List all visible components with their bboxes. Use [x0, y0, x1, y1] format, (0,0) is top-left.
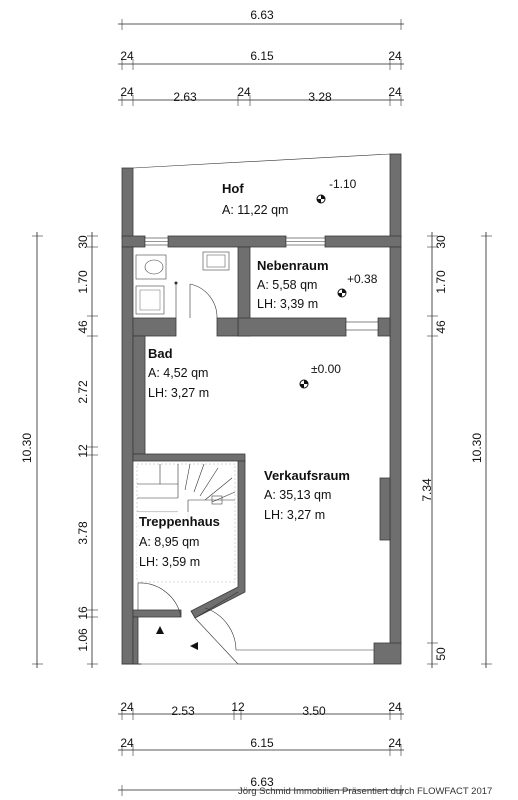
- dim-bottom-row2-mid: 6.15: [250, 736, 274, 750]
- room-hof: Hof A: 11,22 qm: [222, 181, 288, 217]
- room-bad: Bad A: 4,52 qm LH: 3,27 m: [148, 346, 209, 400]
- room-bad-height: LH: 3,27 m: [148, 386, 209, 400]
- room-verkaufsraum-area: A: 35,13 qm: [264, 488, 331, 502]
- level-marker-verkaufsraum: ±0.00: [299, 362, 341, 389]
- room-treppenhaus: Treppenhaus A: 8,95 qm LH: 3,59 m: [137, 512, 233, 576]
- dim-left-seg-8: 1.06: [76, 628, 90, 652]
- room-nebenraum-height: LH: 3,39 m: [257, 297, 318, 311]
- room-hof-area: A: 11,22 qm: [222, 203, 288, 217]
- dim-top-row3-c: 24: [237, 85, 251, 99]
- left-dimensions: 10.30 30 1.70 46 2.72 12 3.78 16 1.06: [20, 232, 98, 668]
- dim-left-seg-4: 2.72: [76, 380, 90, 404]
- dim-left-seg-2: 1.70: [76, 270, 90, 294]
- room-bad-name: Bad: [148, 346, 173, 361]
- dim-left-seg-6: 3.78: [76, 521, 90, 545]
- room-bad-area: A: 4,52 qm: [148, 366, 208, 380]
- dim-bottom-overall: 6.63: [250, 775, 274, 789]
- dim-top-row3-a: 24: [120, 85, 134, 99]
- room-nebenraum-area: A: 5,58 qm: [257, 278, 317, 292]
- bottom-dimensions: 24 2.53 12 3.50 24 24 6.15 24 6.63: [118, 700, 404, 796]
- bathroom-fixtures: [135, 251, 230, 318]
- dim-left-seg-1: 30: [76, 235, 90, 249]
- dim-left-seg-7: 16: [76, 606, 90, 620]
- room-verkaufsraum-height: LH: 3,27 m: [264, 508, 325, 522]
- dim-top-row2-mid: 6.15: [250, 49, 274, 63]
- room-verkaufsraum: Verkaufsraum A: 35,13 qm LH: 3,27 m: [264, 468, 350, 522]
- room-treppenhaus-height: LH: 3,59 m: [139, 555, 200, 569]
- dim-left-seg-3: 46: [76, 320, 90, 334]
- dim-bottom-row1-d: 3.50: [302, 704, 326, 718]
- dim-top-overall: 6.63: [250, 8, 274, 22]
- walls: [121, 153, 402, 665]
- dim-top-row2-right: 24: [388, 49, 402, 63]
- room-verkaufsraum-name: Verkaufsraum: [264, 468, 350, 483]
- dim-bottom-row2-left: 24: [120, 736, 134, 750]
- level-marker-nebenraum: +0.38: [337, 272, 378, 298]
- level-hof: -1.10: [329, 177, 357, 191]
- dim-bottom-row1-a: 24: [120, 700, 134, 714]
- dim-top-row3-e: 24: [388, 85, 402, 99]
- entry-arrow-left: [190, 642, 198, 650]
- room-treppenhaus-name: Treppenhaus: [139, 514, 220, 529]
- dim-right-overall: 10.30: [470, 433, 484, 463]
- room-nebenraum-name: Nebenraum: [257, 258, 329, 273]
- dim-right-seg-3: 46: [434, 320, 448, 334]
- dim-right-seg-2: 1.70: [434, 270, 448, 294]
- dim-bottom-row1-e: 24: [388, 700, 402, 714]
- right-dimensions: 30 1.70 46 7.34 50 10.30: [420, 232, 492, 668]
- dim-left-seg-5: 12: [76, 444, 90, 458]
- level-marker-hof: -1.10: [316, 177, 357, 204]
- doors: [137, 283, 374, 665]
- credit-footer: Jörg Schmid Immobilien Präsentiert durch…: [238, 786, 493, 797]
- dim-bottom-row1-b: 2.53: [171, 704, 195, 718]
- dim-left-overall: 10.30: [20, 433, 34, 463]
- dim-right-seg-5: 50: [434, 647, 448, 661]
- dim-bottom-row1-c: 12: [231, 700, 245, 714]
- dim-right-seg-4: 7.34: [420, 478, 434, 502]
- dim-top-row3-d: 3.28: [308, 90, 332, 104]
- room-hof-name: Hof: [222, 181, 244, 196]
- level-nebenraum: +0.38: [347, 272, 378, 286]
- room-treppenhaus-area: A: 8,95 qm: [139, 535, 199, 549]
- room-nebenraum: Nebenraum A: 5,58 qm LH: 3,39 m: [257, 258, 329, 311]
- dim-top-row2-left: 24: [120, 49, 134, 63]
- dim-top-row3-b: 2.63: [173, 90, 197, 104]
- dim-right-seg-1: 30: [434, 235, 448, 249]
- dim-bottom-row2-right: 24: [388, 736, 402, 750]
- level-verkaufsraum: ±0.00: [311, 362, 341, 376]
- top-dimensions: 6.63 24 6.15 24 24 2.63 24 3.28 24: [118, 8, 404, 106]
- entry-arrow-up: [156, 626, 164, 634]
